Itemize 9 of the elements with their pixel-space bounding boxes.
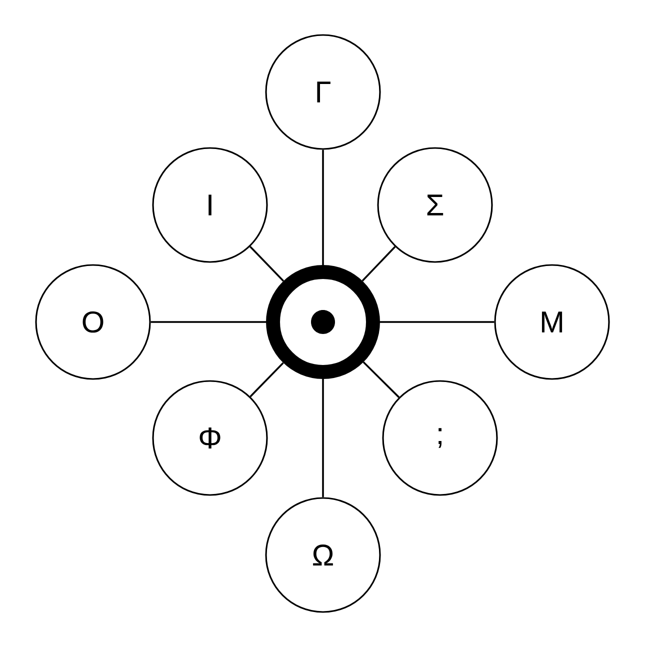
- connector-line: [150, 321, 266, 323]
- connector-line: [322, 150, 324, 265]
- connector-line: [362, 246, 396, 282]
- connector-line: [380, 321, 494, 323]
- connector-line: [322, 379, 324, 498]
- connector-line: [250, 362, 284, 398]
- target-symbol: [266, 265, 380, 379]
- connector-line: [362, 362, 400, 398]
- connector-line: [250, 246, 284, 282]
